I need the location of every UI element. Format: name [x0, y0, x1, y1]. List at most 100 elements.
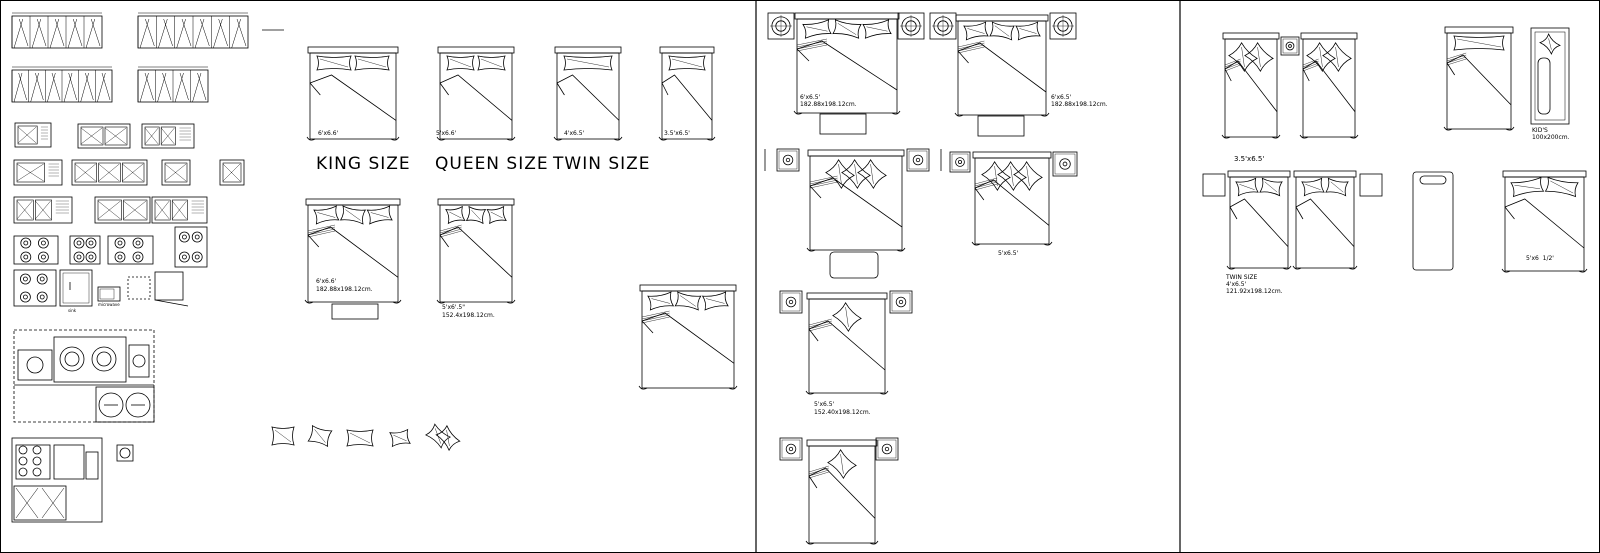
pillow — [1015, 21, 1041, 41]
sink — [71, 159, 148, 186]
pillow — [1322, 42, 1352, 72]
twin-size-dim: 4'x6.5' — [1226, 281, 1247, 288]
pillow-blocks — [271, 423, 461, 452]
pillow — [1539, 33, 1561, 55]
pillow — [832, 302, 862, 332]
twin-size-label: TWIN SIZE — [1226, 274, 1258, 281]
sink — [219, 159, 245, 186]
side-table — [1359, 173, 1383, 197]
sink — [94, 196, 151, 224]
twin-size-heading: TWIN SIZE — [553, 154, 651, 174]
sink — [77, 123, 131, 149]
side-table — [1202, 173, 1226, 197]
cooktop — [69, 235, 101, 265]
bed-dim-cm-label: 182.88x198.12cm. — [316, 286, 373, 293]
bed — [658, 46, 716, 141]
corner-cabinet — [127, 271, 189, 307]
pillow — [445, 205, 466, 225]
bed-dim-label: 6'x6.6' — [316, 278, 337, 285]
crib — [1412, 171, 1454, 271]
bed — [436, 198, 516, 304]
king-size-heading: KING SIZE — [316, 154, 411, 174]
nightstand — [949, 151, 971, 173]
bed-dim-cm-label: 182.88x198.12cm. — [1051, 101, 1108, 108]
pillow — [963, 21, 989, 41]
pillow — [647, 291, 675, 311]
nightstand-blocks — [764, 12, 1383, 461]
kids-bed — [1530, 27, 1570, 125]
bed-dim-cm-label: 152.4x198.12cm. — [442, 312, 495, 319]
bed — [971, 151, 1053, 246]
pillow — [389, 428, 411, 448]
pillow — [346, 429, 374, 447]
pillow — [701, 291, 729, 311]
bed — [304, 198, 402, 304]
bench — [977, 115, 1025, 137]
nightstand — [779, 437, 803, 461]
nightstand — [875, 437, 899, 461]
bench — [819, 113, 867, 135]
lamp-table — [767, 12, 795, 40]
sink-label: sink — [68, 308, 77, 313]
pillow — [989, 21, 1015, 41]
nightstand — [776, 148, 800, 172]
bed-dim-label: 6'x6.5' — [1051, 94, 1072, 101]
pillow — [1544, 176, 1579, 198]
bed-dim-label: 5'x6'.5" — [442, 304, 465, 311]
pillow — [307, 424, 333, 448]
pillow — [316, 55, 352, 71]
lamp-table — [929, 12, 957, 40]
cabinet-row — [137, 12, 249, 49]
kitchen-range-assembly — [11, 437, 134, 523]
bed-dim-label: 5'x6.5' — [814, 401, 835, 408]
kitchen-counter-assembly — [13, 329, 155, 423]
sink — [13, 196, 73, 224]
twin-bed-header-dim: 3.5'x6.5' — [1234, 155, 1265, 163]
bed — [306, 46, 400, 141]
pillow — [862, 19, 892, 39]
pillow — [1325, 177, 1349, 197]
pillow — [827, 449, 857, 479]
cabinet-row — [11, 66, 113, 103]
lamp-table — [897, 12, 925, 40]
bed — [553, 46, 623, 141]
cooktop — [174, 226, 208, 268]
pillow — [313, 205, 340, 225]
kids-bed-dim: 100x200cm. — [1532, 134, 1570, 141]
pillow — [1306, 42, 1336, 72]
pillow — [832, 19, 862, 39]
bed-dim-label: 4'x6.5' — [564, 130, 585, 137]
queen-size-heading: QUEEN SIZE — [435, 154, 549, 174]
pillow — [997, 161, 1027, 191]
pillow — [354, 55, 390, 71]
bed — [1299, 32, 1359, 139]
pillow — [1235, 177, 1259, 197]
nightstand — [889, 290, 913, 314]
kids-bed-label: KID'S — [1532, 127, 1548, 134]
twin-size-cm: 121.92x198.12cm. — [1226, 288, 1283, 295]
bed — [805, 292, 889, 395]
microwave — [97, 286, 121, 302]
nightstand — [779, 290, 803, 314]
bed-dim-label: 3.5'x6.5' — [664, 130, 690, 137]
dishwasher — [59, 269, 93, 307]
nightstand — [1052, 151, 1078, 177]
pillow — [563, 55, 613, 71]
bed — [1443, 26, 1515, 131]
pillow — [366, 205, 393, 225]
pillow — [857, 159, 887, 189]
lamp-table — [1049, 12, 1077, 40]
sink — [151, 196, 208, 224]
bed-dim-label: 6'x6.5' — [800, 94, 821, 101]
cabinet-row — [11, 12, 103, 49]
ottoman — [829, 251, 879, 279]
pillow — [841, 159, 871, 189]
pillow — [1510, 176, 1545, 198]
cabinet-row — [137, 66, 209, 103]
cooktop — [13, 235, 59, 265]
bed — [1501, 170, 1588, 273]
bed — [1221, 32, 1281, 139]
sink — [13, 159, 63, 186]
